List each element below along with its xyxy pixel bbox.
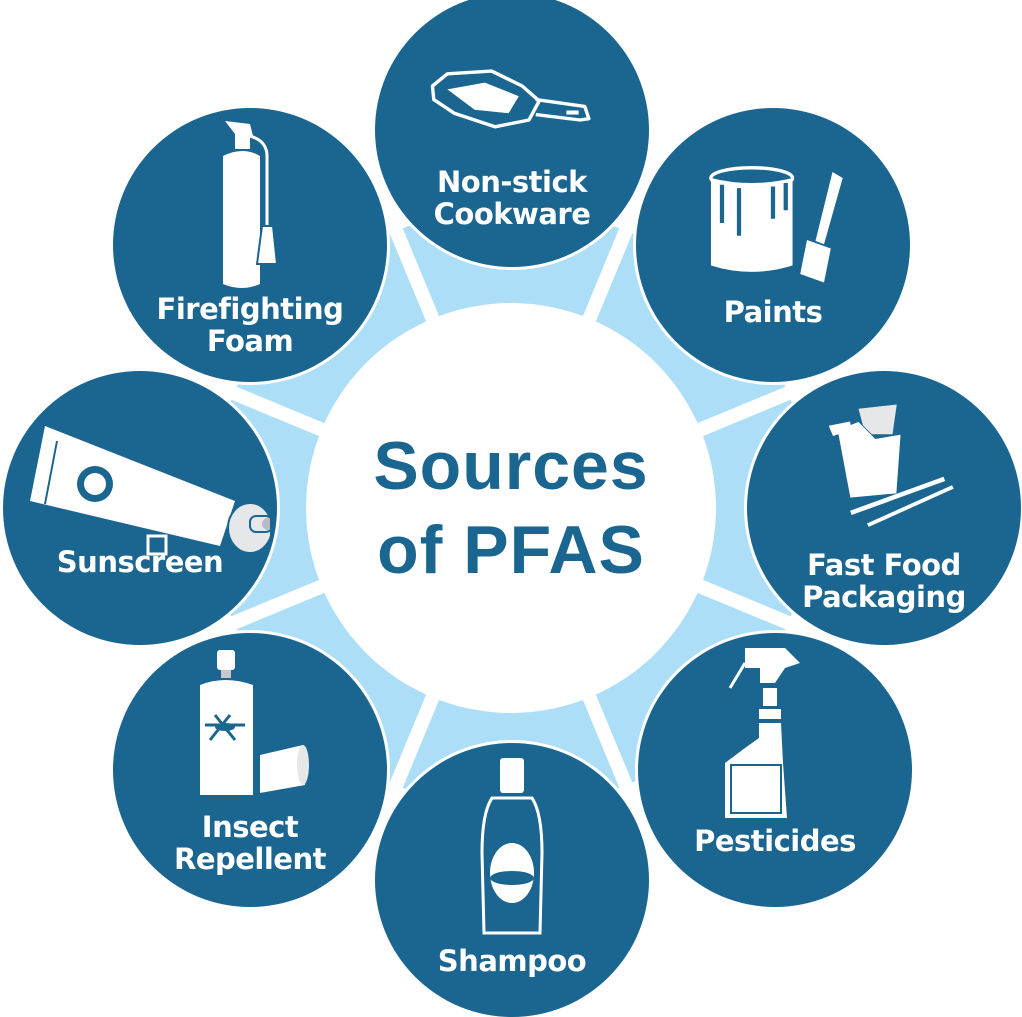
source-paints: Paints — [636, 108, 910, 382]
title-line-1: Sources — [373, 428, 649, 504]
source-cookware: Non-stick Cookware — [375, 0, 649, 267]
source-label: Insect Repellent — [174, 810, 326, 876]
source-pesticides: Pesticides — [638, 633, 912, 907]
source-fast-food-packaging: Fast Food Packaging — [747, 371, 1021, 645]
source-firefighting-foam: Firefighting Foam — [113, 108, 387, 382]
source-sunscreen: Sunscreen — [3, 371, 277, 645]
source-label: Sunscreen — [56, 545, 224, 579]
title-line-2: of PFAS — [377, 512, 645, 588]
source-label: Fast Food Packaging — [802, 548, 966, 614]
source-label: Pesticides — [694, 824, 856, 858]
source-label: Shampoo — [437, 944, 587, 978]
aerosol-can-mosquito-icon — [165, 645, 335, 805]
paint-can-brush-icon — [688, 148, 858, 298]
sunscreen-tube-icon — [10, 416, 270, 556]
source-shampoo: Shampoo — [375, 743, 649, 1017]
source-label: Non-stick Cookware — [433, 165, 591, 231]
fire-extinguisher-icon — [165, 116, 335, 291]
source-label: Firefighting Foam — [156, 292, 344, 358]
source-label: Paints — [723, 295, 823, 329]
spray-bottle-icon — [690, 643, 860, 823]
shampoo-bottle-icon — [427, 753, 597, 943]
takeout-box-chopsticks-icon — [799, 389, 969, 539]
center-title-circle: Sources of PFAS — [306, 303, 716, 713]
source-insect-repellent: Insect Repellent — [113, 633, 387, 907]
frying-pan-icon — [427, 48, 597, 158]
